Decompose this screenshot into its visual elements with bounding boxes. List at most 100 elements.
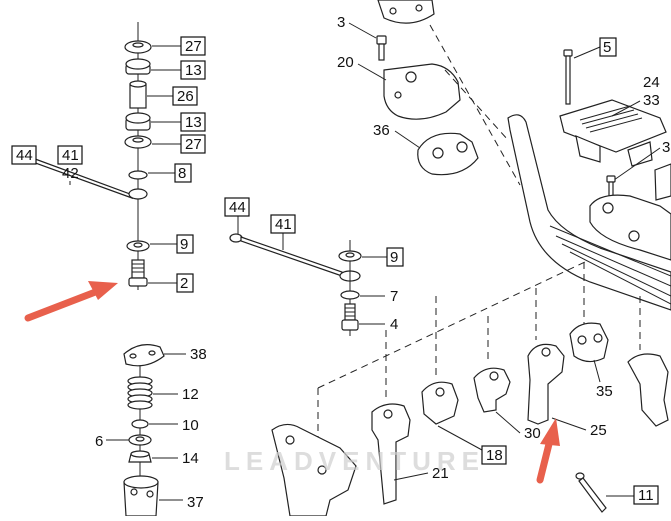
svg-text:41: 41 <box>275 216 292 233</box>
label-3b: 3 <box>662 139 670 156</box>
washer-8 <box>128 170 148 180</box>
svg-text:27: 27 <box>185 38 202 55</box>
clamp-top-partial <box>377 0 435 24</box>
leader-3b <box>613 147 661 181</box>
svg-text:44: 44 <box>16 147 33 164</box>
bolt-3b <box>606 175 616 197</box>
bolt-4 <box>341 303 359 331</box>
callout-44-left: 44 <box>11 145 37 165</box>
callout-13-bottom: 13 <box>151 112 206 132</box>
riser-far-right <box>627 353 669 427</box>
nut-14 <box>128 450 152 463</box>
label-10: 10 <box>182 417 199 434</box>
callout-41-left: 41 <box>57 145 83 165</box>
spring-12 <box>127 376 153 410</box>
callout-41-mid: 41 <box>270 214 296 250</box>
callout-44-mid: 44 <box>224 197 250 234</box>
svg-text:2: 2 <box>180 275 188 292</box>
label-42: 42 <box>62 165 79 182</box>
svg-text:8: 8 <box>178 165 186 182</box>
washer-27-top <box>124 40 152 54</box>
svg-text:13: 13 <box>185 114 202 131</box>
callout-27-top: 27 <box>152 36 206 56</box>
washer-10 <box>131 419 149 429</box>
svg-text:9: 9 <box>390 249 398 266</box>
svg-text:5: 5 <box>603 39 611 56</box>
riser-clamp-right <box>589 163 671 261</box>
guide-dash-1 <box>429 24 521 186</box>
label-30: 30 <box>524 425 541 442</box>
bolt-5 <box>563 49 573 105</box>
washer-7 <box>340 290 360 300</box>
svg-text:9: 9 <box>180 236 188 253</box>
bolt-3 <box>376 35 387 61</box>
callout-5: 5 <box>573 37 617 59</box>
label-14: 14 <box>182 450 199 467</box>
callout-9-mid: 9 <box>362 247 404 267</box>
leader-24-33 <box>611 100 641 117</box>
leader-20 <box>357 63 387 81</box>
svg-text:26: 26 <box>177 88 194 105</box>
leader-30 <box>495 411 521 434</box>
leader-36 <box>394 130 421 149</box>
clamp-lower-mid <box>421 381 459 425</box>
label-6: 6 <box>95 433 103 450</box>
clamp-20 <box>383 63 461 120</box>
label-33: 33 <box>643 92 660 109</box>
clamp-18 <box>371 403 411 505</box>
svg-text:41: 41 <box>62 147 79 164</box>
handlebar <box>507 114 671 311</box>
svg-text:11: 11 <box>638 487 654 504</box>
callout-9-left: 9 <box>150 234 194 254</box>
label-20: 20 <box>337 54 354 71</box>
svg-text:27: 27 <box>185 136 202 153</box>
label-38: 38 <box>190 346 207 363</box>
bolt-2 <box>128 259 148 287</box>
label-4: 4 <box>390 316 398 333</box>
riser-25 <box>527 343 565 425</box>
leader-21 <box>393 472 429 481</box>
guide-dash-2 <box>444 69 509 141</box>
washer-27-bottom <box>124 135 152 149</box>
riser-30 <box>473 367 511 413</box>
callout-11: 11 <box>606 485 659 505</box>
svg-text:44: 44 <box>229 199 246 216</box>
label-36: 36 <box>373 122 390 139</box>
label-3: 3 <box>337 14 345 31</box>
bushing-13-top <box>125 58 151 75</box>
callout-2: 2 <box>148 273 194 293</box>
red-arrow-right <box>536 418 560 484</box>
red-arrow-left <box>24 281 118 322</box>
clamp-36 <box>417 132 479 176</box>
label-7: 7 <box>390 288 398 305</box>
svg-text:18: 18 <box>486 447 503 464</box>
callout-27-bottom: 27 <box>152 134 206 154</box>
label-25: 25 <box>590 422 607 439</box>
guide-dash-3 <box>317 261 586 389</box>
watermark-text: LEADVENTURE <box>224 446 485 476</box>
washer-9 <box>126 240 150 252</box>
label-37: 37 <box>187 494 204 511</box>
callout-8: 8 <box>148 163 192 183</box>
riser-37 <box>123 475 159 517</box>
leader-25 <box>551 417 587 431</box>
pin-11 <box>575 472 607 513</box>
callout-26: 26 <box>147 86 198 106</box>
clamp-35 <box>569 322 609 363</box>
callout-18: 18 <box>437 425 507 465</box>
top-clamp-24-33 <box>559 99 667 167</box>
leader-3 <box>348 22 377 39</box>
svg-text:13: 13 <box>185 62 202 79</box>
washer-9-mid <box>338 250 362 262</box>
label-24: 24 <box>643 74 660 91</box>
leader-35 <box>593 359 601 383</box>
label-35: 35 <box>596 383 613 400</box>
bushing-13-bottom <box>125 112 151 131</box>
callout-13-top: 13 <box>151 60 206 80</box>
label-21: 21 <box>432 465 449 482</box>
label-12: 12 <box>182 386 199 403</box>
sleeve-26 <box>129 80 147 109</box>
nut-6 <box>128 434 152 446</box>
